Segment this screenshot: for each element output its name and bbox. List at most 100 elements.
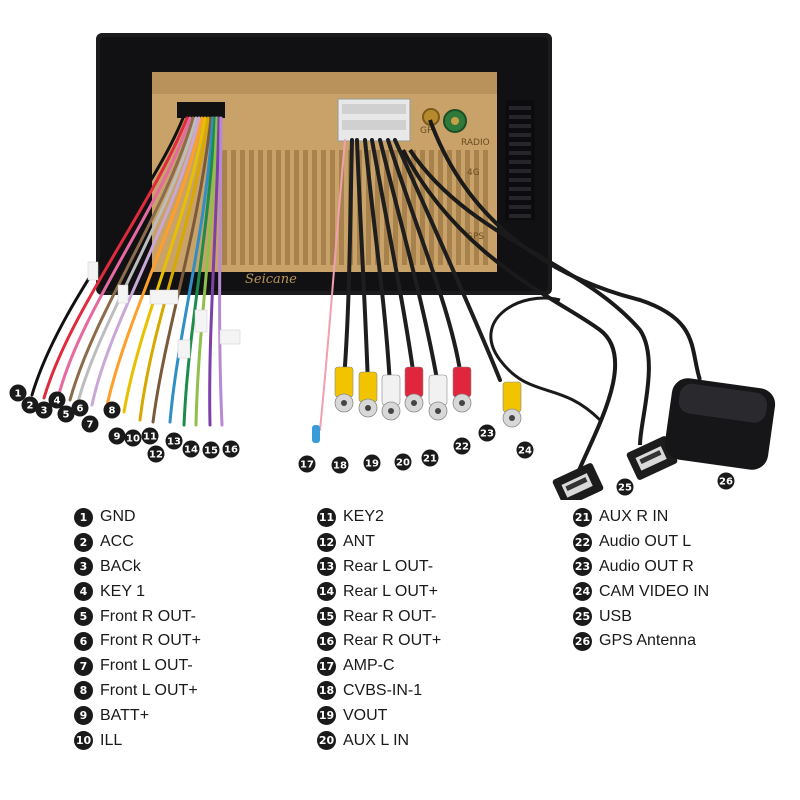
legend-label: AMP-C — [343, 657, 395, 675]
legend-number-badge: 24 — [573, 582, 592, 602]
legend-number-badge: 1 — [74, 507, 93, 527]
legend-item: 5 Front R OUT- — [74, 604, 201, 629]
svg-text:18: 18 — [333, 461, 347, 472]
legend-number-badge: 20 — [317, 731, 336, 751]
legend-label: Rear R OUT+ — [343, 632, 442, 650]
callout-18: 18 — [331, 456, 349, 474]
legend-number-badge: 7 — [74, 656, 93, 676]
legend-label: Front R OUT- — [100, 607, 197, 625]
legend-number-badge: 5 — [74, 607, 93, 627]
legend-item: 23 Audio OUT R — [573, 555, 709, 580]
usb-gps-cables — [401, 119, 702, 481]
svg-text:3: 3 — [41, 406, 48, 417]
rca-plug — [381, 374, 401, 421]
legend-label: Rear L OUT- — [343, 557, 434, 575]
legend-number-badge: 4 — [74, 582, 93, 602]
svg-text:11: 11 — [143, 432, 157, 443]
callout-3: 3 — [35, 401, 53, 419]
legend-item: 6 Front R OUT+ — [74, 629, 201, 654]
amp-c-tip — [312, 425, 320, 443]
legend-label: GND — [100, 508, 136, 526]
legend-label: ACC — [100, 533, 134, 551]
legend-number-badge: 16 — [317, 631, 336, 651]
callout-21: 21 — [421, 449, 439, 467]
legend-number-badge: 12 — [317, 532, 336, 552]
callout-12: 12 — [147, 445, 165, 463]
legend-number-badge: 19 — [317, 706, 336, 726]
legend-label: CAM VIDEO IN — [599, 582, 710, 600]
legend-item: 8 Front L OUT+ — [74, 679, 201, 704]
legend-label: KEY2 — [343, 508, 384, 526]
legend-number-badge: 25 — [573, 607, 592, 627]
callout-17: 17 — [298, 455, 316, 473]
callout-16: 16 — [222, 440, 240, 458]
svg-text:7: 7 — [87, 420, 94, 431]
callout-11: 11 — [141, 427, 159, 445]
radio-label: RADIO — [461, 138, 490, 148]
callout-13: 13 — [165, 432, 183, 450]
legend-number-badge: 3 — [74, 557, 93, 577]
svg-text:25: 25 — [618, 483, 632, 494]
svg-text:24: 24 — [518, 446, 532, 457]
side-vents — [505, 100, 535, 220]
svg-text:4: 4 — [54, 396, 61, 407]
legend-label: Audio OUT L — [599, 533, 692, 551]
callout-5: 5 — [57, 405, 75, 423]
svg-text:22: 22 — [455, 442, 469, 453]
svg-text:8: 8 — [109, 406, 116, 417]
legend-number-badge: 23 — [573, 557, 592, 577]
callout-7: 7 — [81, 415, 99, 433]
legend-number-badge: 6 — [74, 631, 93, 651]
gps-antenna — [664, 378, 776, 470]
rca-plug — [428, 374, 448, 421]
callout-26: 26 — [717, 472, 735, 490]
callout-22: 22 — [453, 437, 471, 455]
legend-item: 16 Rear R OUT+ — [317, 629, 441, 654]
callout-25: 25 — [616, 478, 634, 496]
legend-number-badge: 26 — [573, 631, 592, 651]
callout-14: 14 — [182, 440, 200, 458]
svg-text:6: 6 — [77, 404, 84, 415]
legend-label: VOUT — [343, 706, 388, 724]
legend-item: 24 CAM VIDEO IN — [573, 579, 709, 604]
svg-text:26: 26 — [719, 477, 733, 488]
legend-label: Audio OUT R — [599, 557, 694, 575]
svg-text:12: 12 — [149, 450, 163, 461]
av-cables — [319, 138, 502, 431]
legend-number-badge: 9 — [74, 706, 93, 726]
callout-15: 15 — [202, 441, 220, 459]
legend-label: AUX L IN — [343, 731, 410, 749]
legend-label: USB — [599, 607, 632, 625]
svg-text:17: 17 — [300, 460, 314, 471]
wire-tags — [87, 261, 241, 359]
usb-connector-2 — [626, 436, 678, 480]
svg-text:13: 13 — [167, 437, 181, 448]
legend-item: 12 ANT — [317, 530, 441, 555]
legend-label: Rear R OUT- — [343, 607, 437, 625]
4g-label: 4G — [467, 168, 480, 178]
legend-label: Front R OUT+ — [100, 632, 201, 650]
main-harness-socket — [177, 102, 225, 118]
legend-label: Front L OUT+ — [100, 681, 198, 699]
legend-item: 25 USB — [573, 604, 709, 629]
svg-text:19: 19 — [365, 459, 379, 470]
svg-text:9: 9 — [114, 432, 121, 443]
svg-text:23: 23 — [480, 429, 494, 440]
svg-text:1: 1 — [15, 389, 22, 400]
legend-label: ANT — [343, 533, 375, 551]
legend-number-badge: 13 — [317, 557, 336, 577]
callout-1: 1 — [9, 384, 27, 402]
speaker-power-harness — [30, 116, 224, 427]
rca-plugs — [312, 366, 522, 443]
legend-label: GPS Antenna — [599, 632, 696, 650]
brand-logo: Seicane — [245, 272, 297, 287]
legend-label: ILL — [100, 731, 123, 749]
legend-number-badge: 8 — [74, 681, 93, 701]
